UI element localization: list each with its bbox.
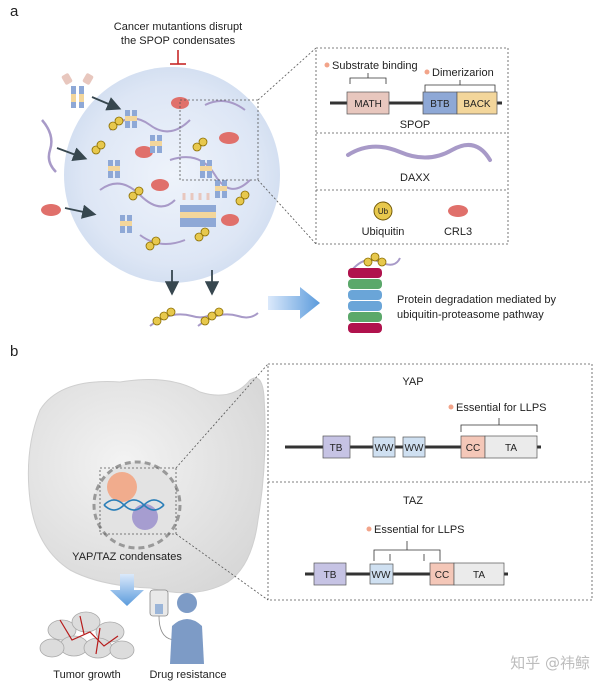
taz-ta-label: TA (473, 570, 485, 581)
math-domain (346, 91, 390, 115)
zoom-region-b (99, 467, 177, 535)
inhibition-symbol (170, 50, 186, 65)
drug-resistance-icon (149, 589, 204, 664)
taz-essential-label: Essential for LLPS (374, 524, 465, 536)
nucleus (92, 460, 182, 550)
btb-domain-label: BTB (430, 99, 450, 110)
yap-ta-domain (484, 435, 538, 459)
dimerization-label: Dimerizarion (432, 67, 494, 79)
dna-helix (103, 499, 165, 511)
arrow-into-condensate-3 (64, 204, 97, 219)
yap-ww2-label: WW (405, 443, 424, 454)
zoom-region (179, 99, 259, 181)
math-domain-label: MATH (354, 99, 382, 110)
ubiquitin-symbol: Ub (378, 207, 389, 216)
panel-b-letter: b (10, 343, 18, 360)
arrow-into-condensate-1 (91, 96, 122, 111)
highlight-dot (366, 526, 372, 532)
taz-ww-label: WW (372, 570, 391, 581)
disrupt-label-line1: Cancer mutantions disrupt (114, 21, 242, 33)
yap-essential-label: Essential for LLPS (456, 402, 547, 414)
watermark: 知乎 @祎鲸 (510, 654, 590, 672)
taz-ta-domain (453, 562, 505, 586)
back-domain (456, 91, 498, 115)
taz-cc-label: CC (435, 570, 449, 581)
crl3-label: CRL3 (444, 226, 472, 238)
yap-label: YAP (402, 376, 423, 388)
spop-label: SPOP (400, 119, 431, 131)
yap-ta-label: TA (505, 443, 517, 454)
big-arrow-down (110, 574, 144, 606)
condensates-label: YAP/TAZ condensates (72, 551, 182, 563)
daxx-label: DAXX (400, 172, 431, 184)
arrow-into-condensate-2 (56, 147, 88, 162)
highlight-dot (448, 404, 454, 410)
yap-condensate (107, 472, 137, 502)
taz-condensate (132, 504, 158, 530)
yap-tb-label: TB (330, 443, 343, 454)
daxx-fiber (346, 142, 492, 162)
tumor-cluster-icon (39, 611, 135, 660)
back-domain-label: BACK (463, 99, 491, 110)
ubiquitinated-substrate-2 (197, 307, 259, 327)
daxx-fiber-free (41, 119, 57, 173)
highlight-dot (324, 62, 330, 68)
crl3-free (41, 204, 61, 216)
taz-tb-label: TB (324, 570, 337, 581)
degradation-label-line1: Protein degradation mediated by (397, 294, 556, 306)
spop-dimer-icon (61, 73, 94, 108)
yap-tb-domain (322, 435, 351, 459)
proteasome-icon (348, 252, 401, 333)
taz-ww-domain (369, 563, 394, 585)
yap-ww1-label: WW (375, 443, 394, 454)
big-arrow-to-proteasome (268, 287, 320, 319)
degradation-label-line2: ubiquitin-proteasome pathway (397, 309, 544, 321)
ubiquitin-label: Ubiquitin (362, 226, 405, 238)
condensate-contents (91, 97, 251, 251)
yap-ww2-domain (402, 436, 426, 458)
substrate-binding-label: Substrate binding (332, 60, 418, 72)
yap-cc-label: CC (466, 443, 480, 454)
zoom-line-top (257, 47, 317, 101)
taz-tb-domain (313, 562, 347, 586)
highlight-dot (424, 69, 430, 75)
taz-label: TAZ (403, 495, 423, 507)
yap-ww1-domain (372, 436, 396, 458)
panel-a-letter: a (10, 3, 19, 20)
ubiquitin-icon (373, 201, 393, 221)
disrupt-label-line2: the SPOP condensates (121, 35, 236, 47)
tumor-growth-label: Tumor growth (53, 669, 120, 681)
drug-resistance-label: Drug resistance (149, 669, 226, 681)
crl3-icon (448, 205, 468, 217)
